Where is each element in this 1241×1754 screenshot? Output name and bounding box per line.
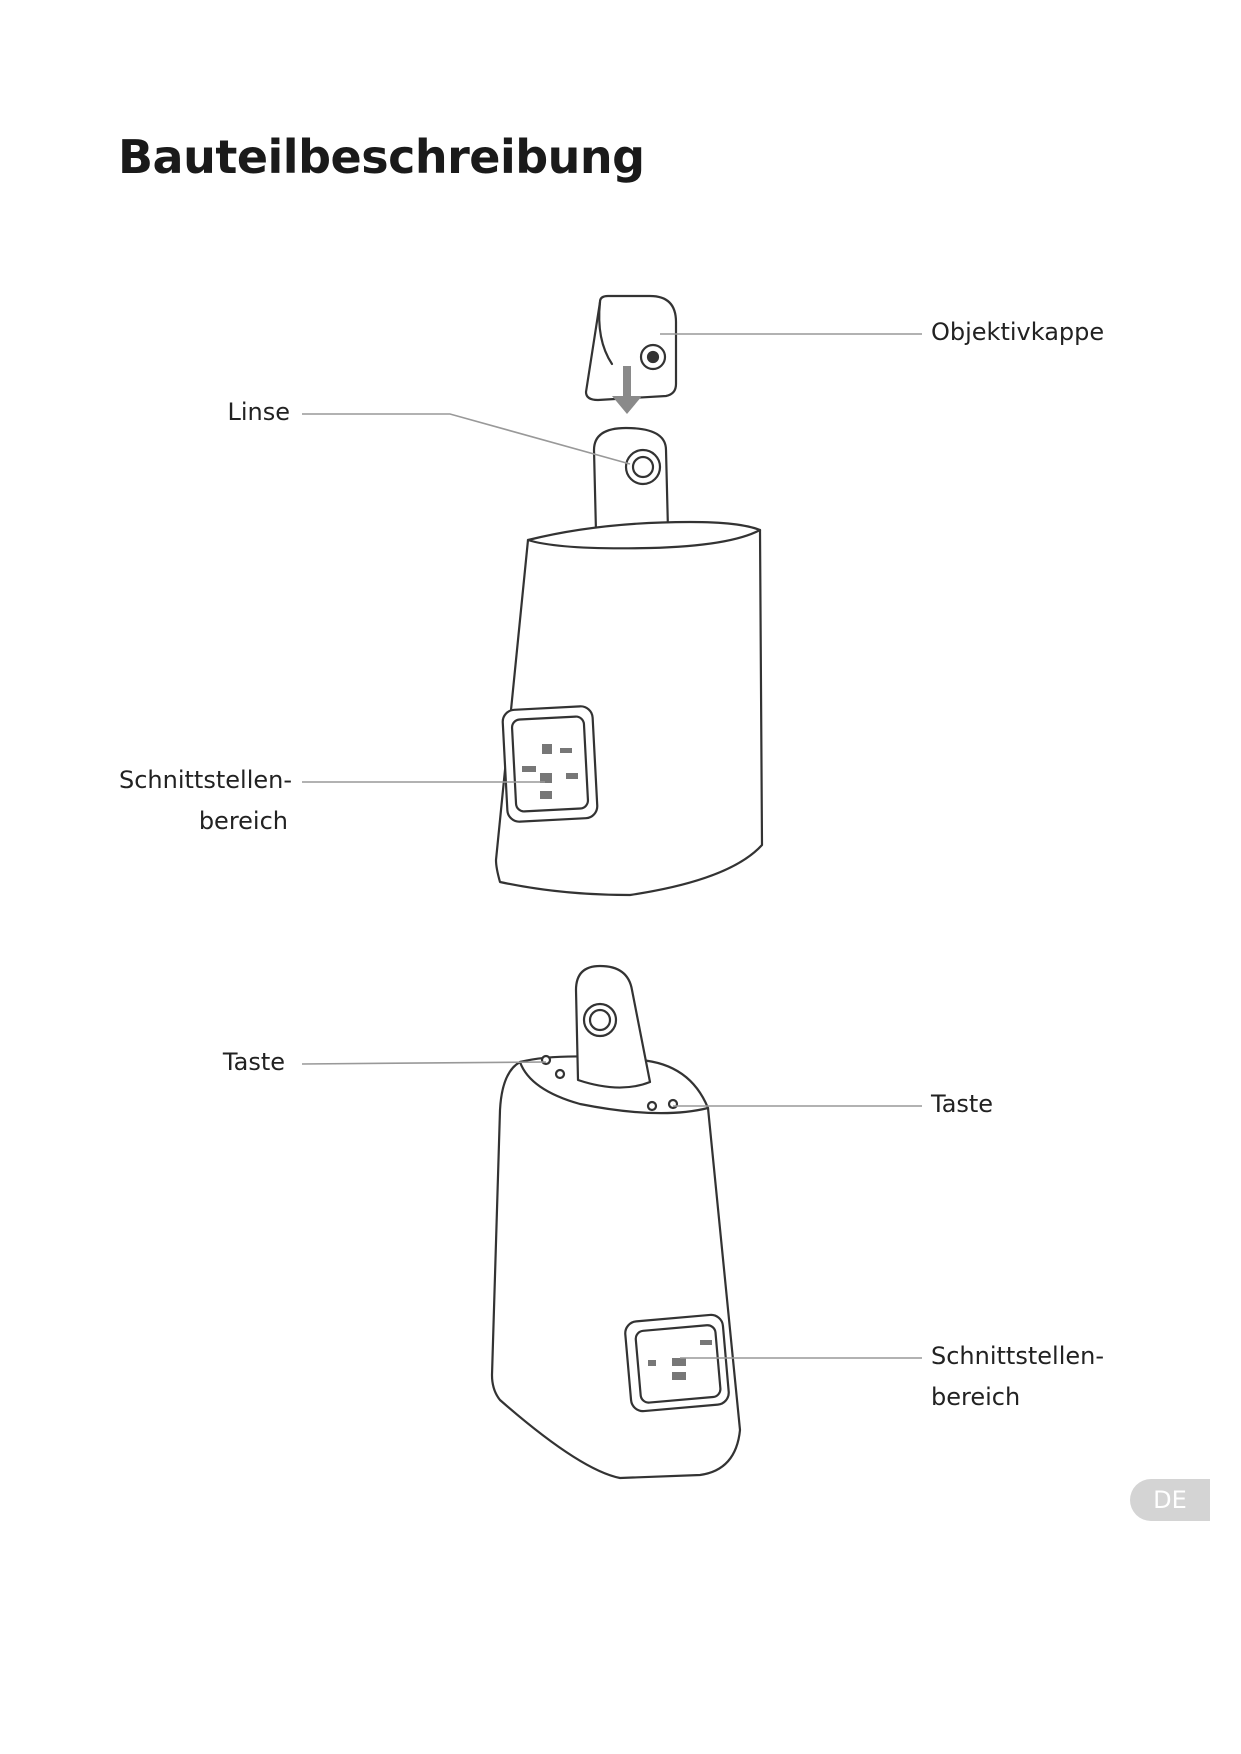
button-dot [554, 1068, 566, 1080]
bottom-device-illustration [490, 964, 742, 1480]
label-lens-cap: Objektivkappe [931, 318, 1105, 346]
top-device-illustration [494, 294, 764, 897]
interface-panel-top [501, 705, 599, 823]
leader-line-lens [302, 413, 631, 465]
lens-cap [584, 294, 678, 402]
label-interface-top-line2: bereich [198, 807, 288, 835]
label-button-left: Taste [222, 1048, 285, 1076]
label-lens: Linse [227, 398, 290, 426]
page-title: Bauteilbeschreibung [118, 130, 645, 184]
label-button-right: Taste [931, 1090, 994, 1118]
label-interface-top-line1: Schnittstellen- [119, 766, 292, 794]
device-body-rear [490, 1055, 742, 1480]
lens-head-rear [574, 964, 652, 1089]
language-badge: DE [1130, 1479, 1210, 1521]
label-interface-bottom-line1: Schnittstellen- [931, 1342, 1104, 1370]
button-dot [667, 1098, 679, 1110]
lens-head [592, 426, 670, 534]
arrow-down-icon [612, 366, 642, 414]
leader-lines [301, 333, 922, 1359]
button-dot [646, 1100, 658, 1112]
leader-line-button-left [301, 1061, 547, 1065]
interface-panel-bottom [624, 1313, 730, 1413]
label-interface-bottom-line2: bereich [931, 1383, 1021, 1411]
